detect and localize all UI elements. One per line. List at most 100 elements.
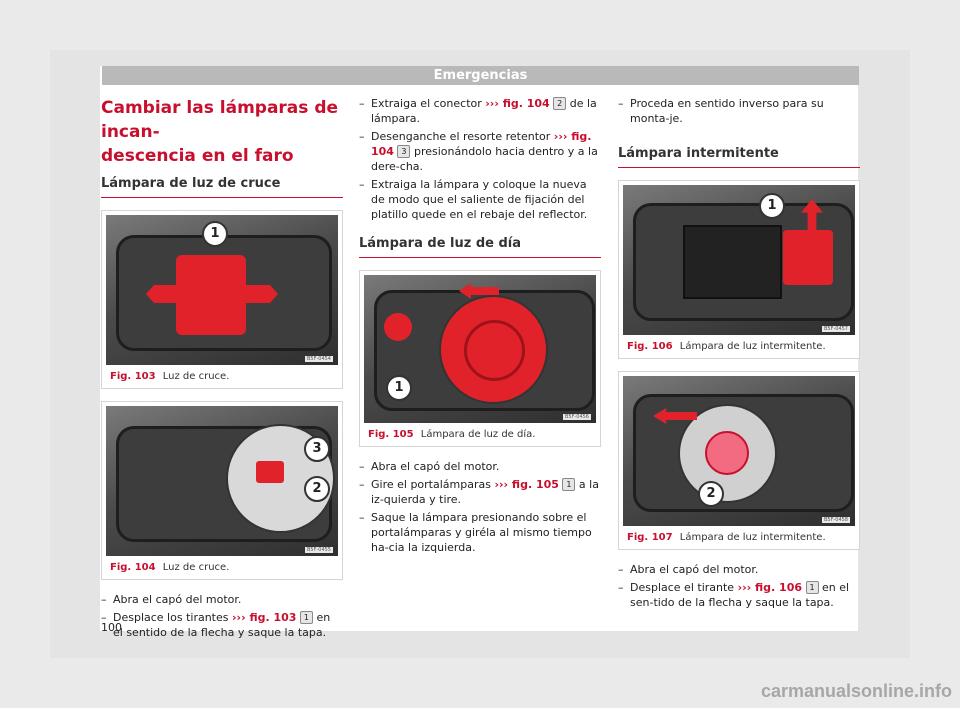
steps-list: Proceda en sentido inverso para su monta… — [618, 96, 860, 126]
list-item: Extraiga la lámpara y coloque la nueva d… — [359, 177, 601, 222]
fig-ref-text: fig. 104 — [371, 130, 592, 158]
step-text: Extraiga el conector — [371, 97, 486, 110]
step-text: Abra el capó del motor. — [371, 460, 500, 473]
figure-caption: Fig. 106 Lámpara de luz intermitente. — [619, 335, 859, 358]
figure-number: Fig. 104 — [110, 562, 156, 573]
figure-number: Fig. 105 — [368, 429, 414, 440]
subtitle-daytime-light: Lámpara de luz de día — [359, 236, 601, 258]
steps-list: Abra el capó del motor. Gire el portalám… — [359, 459, 601, 555]
bulb-holder — [464, 320, 525, 381]
step-text: de la lámpara. — [371, 97, 597, 125]
list-item: Saque la lámpara presionando sobre el po… — [359, 510, 601, 555]
headlight-illustration: 2 B5F-0458 — [623, 376, 855, 526]
list-item: Abra el capó del motor. — [359, 459, 601, 474]
bulb-holder-small — [384, 313, 412, 341]
steps-list: Extraiga el conector ››› fig. 104 2 de l… — [359, 96, 601, 222]
arrow-left-icon — [146, 285, 178, 303]
figure-caption-text: Luz de cruce. — [162, 562, 230, 573]
figure-caption-text: Lámpara de luz intermitente. — [679, 341, 826, 352]
watermark: carmanualsonline.info — [760, 681, 952, 701]
fig-ref-link[interactable]: ››› fig. 104 — [371, 130, 591, 158]
fig-ref-link[interactable]: ››› fig. 105 — [494, 478, 558, 491]
step-text: a la iz-quierda y tire. — [371, 478, 599, 506]
headlight-illustration: 1 B5F-0456 — [364, 275, 596, 423]
steps-list: Abra el capó del motor. Desplace el tira… — [618, 562, 860, 610]
callout-number: 1 — [562, 478, 576, 491]
figure-code: B5F-0454 — [304, 356, 333, 362]
figure-code: B5F-0455 — [304, 547, 333, 553]
callout-number: 2 — [553, 97, 567, 110]
callout-badge: 3 — [304, 436, 330, 462]
list-item: Desplace los tirantes ››› fig. 103 1 en … — [101, 610, 343, 640]
rotate-arrow-icon — [459, 283, 499, 299]
figure-caption: Fig. 105 Lámpara de luz de día. — [360, 423, 600, 446]
figure-caption-text: Luz de cruce. — [162, 371, 230, 382]
figure-number: Fig. 107 — [627, 532, 673, 543]
figure-106: 1 B5F-0457 Fig. 106 Lámpara de luz inter… — [618, 180, 860, 359]
headlight-illustration: 1 B5F-0457 — [623, 185, 855, 335]
step-text: en el sentido de la flecha y saque la ta… — [113, 611, 331, 639]
figure-number: Fig. 106 — [627, 341, 673, 352]
fig-ref-link[interactable]: ››› fig. 103 — [232, 611, 296, 624]
list-item: Gire el portalámparas ››› fig. 105 1 a l… — [359, 477, 601, 507]
figure-caption: Fig. 104 Luz de cruce. — [102, 556, 342, 579]
subtitle-low-beam: Lámpara de luz de cruce — [101, 176, 343, 198]
step-text: Desplace los tirantes — [113, 611, 232, 624]
arrow-glyph: ››› — [494, 478, 509, 491]
arrow-glyph: ››› — [737, 581, 752, 594]
figure-107: 2 B5F-0458 Fig. 107 Lámpara de luz inter… — [618, 371, 860, 550]
figure-caption-text: Lámpara de luz de día. — [420, 429, 536, 440]
callout-badge: 2 — [698, 481, 724, 507]
figure-caption-text: Lámpara de luz intermitente. — [679, 532, 826, 543]
figure-code: B5F-0457 — [821, 326, 850, 332]
subtitle-turn-signal: Lámpara intermitente — [618, 146, 860, 168]
figure-104: 3 2 B5F-0455 Fig. 104 Luz de cruce. — [101, 401, 343, 580]
figure-caption: Fig. 107 Lámpara de luz intermitente. — [619, 526, 859, 549]
callout-badge: 1 — [759, 193, 785, 219]
section-header: Emergencias — [102, 66, 859, 85]
list-item: Abra el capó del motor. — [101, 592, 343, 607]
headlight-illustration: 1 B5F-0454 — [106, 215, 338, 365]
callout-badge: 1 — [386, 375, 412, 401]
page-title-line-2: descencia en el faro — [101, 146, 294, 166]
step-text: en el sen-tido de la flecha y saque la t… — [630, 581, 850, 609]
figure-number: Fig. 103 — [110, 371, 156, 382]
step-text: Proceda en sentido inverso para su monta… — [630, 97, 824, 125]
step-text: Desenganche el resorte retentor — [371, 130, 554, 143]
figure-caption: Fig. 103 Luz de cruce. — [102, 365, 342, 388]
page-title: Cambiar las lámparas de incan- descencia… — [101, 96, 343, 168]
page-title-line-1: Cambiar las lámparas de incan- — [101, 98, 339, 142]
arrow-glyph: ››› — [553, 130, 568, 143]
list-item: Desplace el tirante ››› fig. 106 1 en el… — [618, 580, 860, 610]
step-text: Desplace el tirante — [630, 581, 738, 594]
fig-ref-text: fig. 104 — [502, 97, 550, 110]
fig-ref-text: fig. 106 — [755, 581, 803, 594]
bulb-connector — [256, 461, 284, 483]
step-text: Abra el capó del motor. — [113, 593, 242, 606]
column-3: Proceda en sentido inverso para su monta… — [618, 96, 860, 613]
callout-badge: 2 — [304, 476, 330, 502]
fig-ref-link[interactable]: ››› fig. 104 — [485, 97, 549, 110]
fig-ref-text: fig. 103 — [249, 611, 297, 624]
arrow-right-icon — [246, 285, 278, 303]
column-1: Cambiar las lámparas de incan- descencia… — [101, 96, 343, 643]
figure-105: 1 B5F-0456 Fig. 105 Lámpara de luz de dí… — [359, 270, 601, 447]
callout-number: 3 — [397, 145, 411, 158]
figure-code: B5F-0458 — [821, 517, 850, 523]
arrow-glyph: ››› — [485, 97, 499, 110]
list-item: Extraiga el conector ››› fig. 104 2 de l… — [359, 96, 601, 126]
step-text: Extraiga la lámpara y coloque la nueva d… — [371, 178, 588, 221]
callout-badge: 1 — [202, 221, 228, 247]
fig-ref-text: fig. 105 — [511, 478, 559, 491]
bulb-socket — [705, 431, 749, 475]
steps-list: Abra el capó del motor. Desplace los tir… — [101, 592, 343, 640]
callout-number: 1 — [805, 581, 819, 594]
column-2: Extraiga el conector ››› fig. 104 2 de l… — [359, 96, 601, 558]
figure-code: B5F-0456 — [562, 414, 591, 420]
list-item: Desenganche el resorte retentor ››› fig.… — [359, 129, 601, 174]
fig-ref-link[interactable]: ››› fig. 106 — [738, 581, 802, 594]
step-text: Gire el portalámparas — [371, 478, 495, 491]
signal-cover — [783, 230, 833, 285]
arrow-glyph: ››› — [232, 611, 246, 624]
rotate-arrow-icon — [653, 408, 697, 424]
